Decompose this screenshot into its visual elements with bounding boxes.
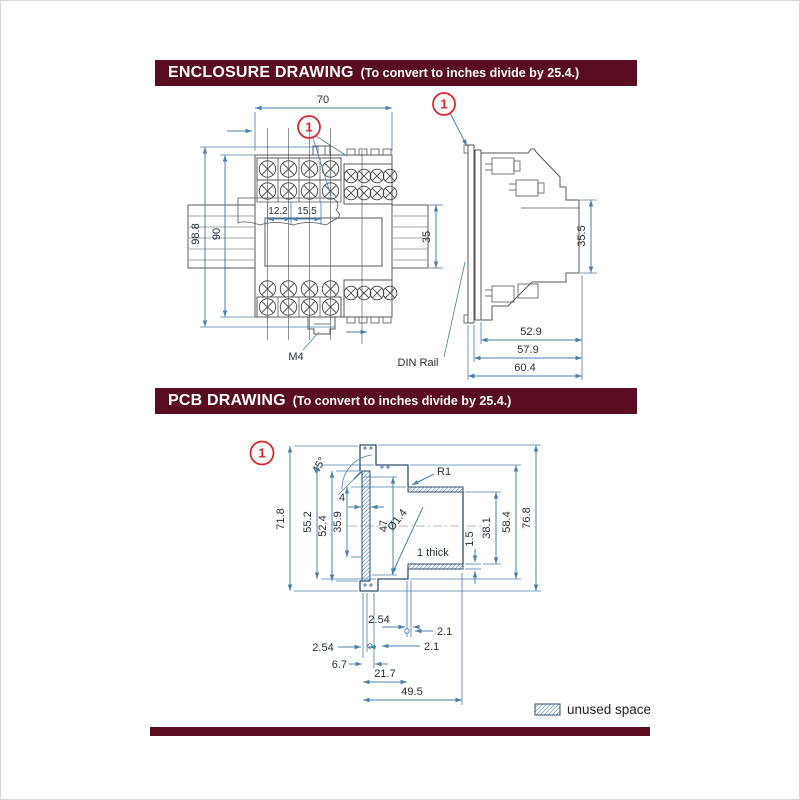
dim-w2: 21.7 [374, 668, 395, 680]
dim-wall: 4 [339, 492, 345, 504]
legend-label: unused space [567, 702, 652, 717]
bottom-rule [150, 727, 650, 736]
dim-outer-height: 71.8 [275, 508, 287, 529]
callout-1-pcb: 1 [249, 440, 275, 466]
dim-front-height-inner: 90 [211, 228, 223, 240]
pcb-header-title: PCB DRAWING [168, 392, 286, 409]
svg-text:1: 1 [258, 446, 265, 461]
unused-space-ledge-top [407, 486, 464, 493]
dim-offset-bottom: 2.1 [424, 641, 439, 653]
svg-text:1: 1 [440, 97, 447, 112]
din-rail-profile [463, 144, 475, 324]
enclosure-side-view: 35.5 52.9 57.9 60.4 DIN Rail 1 [398, 92, 597, 380]
dim-offset-top: 2.1 [437, 626, 452, 638]
screw-label: M4 [288, 351, 303, 363]
dim-depth-c: 60.4 [514, 362, 535, 374]
dim-depth-b: 57.9 [517, 344, 538, 356]
enclosure-side-body [480, 148, 580, 321]
dim-overall-height: 76.8 [521, 507, 533, 528]
din-rail-band-left [187, 204, 256, 269]
callout-1-front: 1 [297, 115, 348, 197]
enclosure-header-subtitle: (To convert to inches divide by 25.4.) [360, 66, 580, 80]
dim-h4: 35.9 [332, 511, 344, 532]
dim-pitch-bottom: 2.54 [312, 642, 333, 654]
din-clip [307, 317, 336, 335]
pcb-header-subtitle: (To convert to inches divide by 25.4.) [292, 394, 512, 408]
din-rail-label: DIN Rail [398, 357, 439, 369]
dim-chamfer: 45° [310, 455, 329, 475]
enclosure-drawing-header: ENCLOSURE DRAWING (To convert to inches … [155, 60, 637, 86]
callout-1-side: 1 [432, 92, 468, 147]
dim-step-height: 58.4 [501, 511, 513, 532]
pcb-profile-bottom [359, 569, 409, 592]
dim-hole-dia: Ø1.4 [386, 507, 410, 533]
dim-pitch-b: 15.5 [297, 206, 317, 217]
dim-depth-a: 52.9 [520, 326, 541, 338]
enclosure-header-title: ENCLOSURE DRAWING [168, 64, 354, 81]
unused-space-wall [361, 470, 371, 582]
dim-front-height-outer: 98.8 [190, 223, 202, 244]
pcb-drawing-header: PCB DRAWING (To convert to inches divide… [155, 388, 637, 414]
dim-inner-height: 47 [378, 520, 390, 532]
hatch-swatch-icon [534, 703, 561, 715]
din-rail-band-right [391, 204, 429, 269]
dim-lip: 1.5 [464, 531, 476, 546]
unused-space-ledge-bottom [407, 563, 464, 570]
pcb-hole-top [404, 628, 410, 634]
dim-side-rail-height: 35.5 [576, 225, 588, 246]
pcb-profile-drawing: 45° R1 71.8 55.2 52.4 35.9 4 47 Ø1.4 1 t… [249, 440, 541, 705]
dim-h2: 55.2 [302, 511, 314, 532]
pcb-profile-top [359, 444, 409, 487]
dim-w3: 49.5 [401, 686, 422, 698]
dim-front-width: 70 [317, 94, 329, 106]
dim-rail-width: 35 [421, 231, 433, 243]
svg-text:1: 1 [305, 120, 312, 135]
thickness-note: 1 thick [417, 547, 449, 559]
dim-opening-height: 38.1 [481, 517, 493, 538]
dim-pitch-a: 12.2 [268, 206, 288, 217]
dim-h3: 52.4 [317, 515, 329, 536]
legend-unused-space: unused space [534, 702, 651, 717]
enclosure-front-view: 70 98.8 90 12.2 15.5 35 M4 1 [187, 94, 443, 363]
dim-pitch-top: 2.54 [368, 614, 389, 626]
dim-w1: 6.7 [332, 659, 347, 671]
dim-corner-radius: R1 [437, 466, 451, 478]
